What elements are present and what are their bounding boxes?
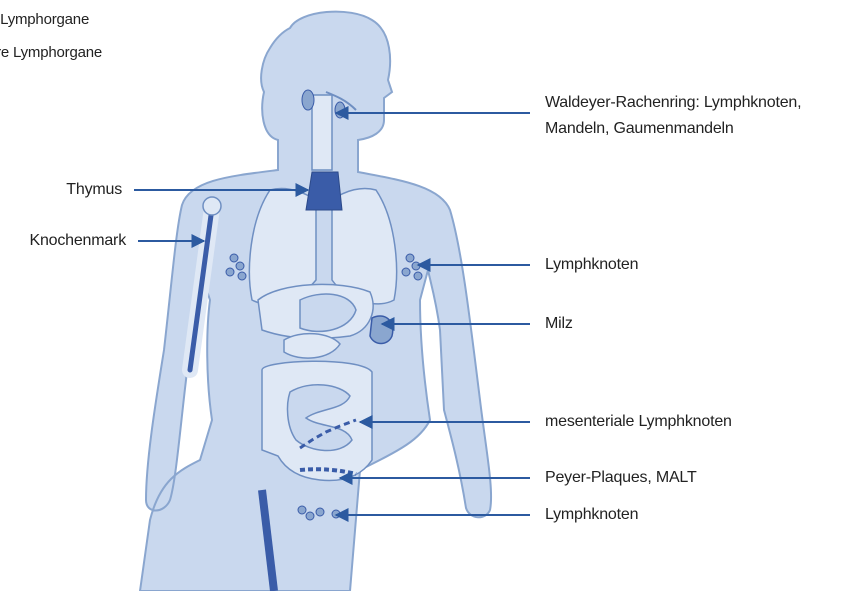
shoulder-joint: [203, 197, 221, 215]
label-knochenmark: Knochenmark: [0, 230, 126, 252]
label-waldeyer-line2: Mandeln, Gaumenmandeln: [545, 118, 734, 140]
spleen-organ: [370, 316, 393, 343]
trachea: [312, 95, 332, 170]
label-lymphknoten-axilla: Lymphknoten: [545, 254, 638, 276]
label-thymus: Thymus: [0, 179, 122, 201]
label-peyer: Peyer-Plaques, MALT: [545, 467, 697, 489]
label-mesenteriale: mesenteriale Lymphknoten: [545, 411, 732, 433]
neck-lymph-node-left: [302, 90, 314, 110]
thymus-organ: [306, 172, 342, 210]
tonsil: [335, 102, 345, 118]
label-waldeyer-line1: Waldeyer-Rachenring: Lymphknoten,: [545, 92, 801, 114]
label-lymphknoten-inguinal: Lymphknoten: [545, 504, 638, 526]
label-milz: Milz: [545, 313, 573, 335]
